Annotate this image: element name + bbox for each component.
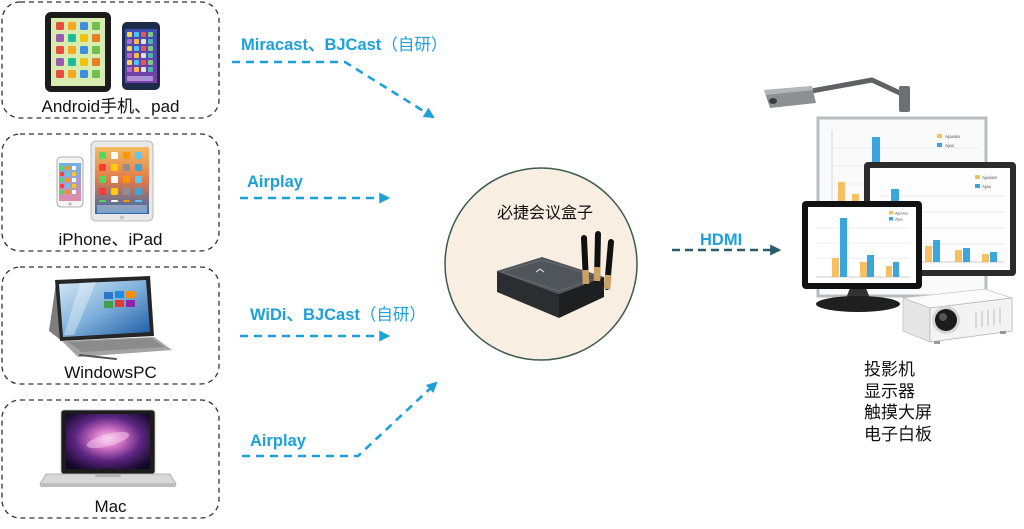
arrow-airplay-mac [242,381,438,458]
display-label-projector: 投影机 [864,360,915,379]
display-labels: 投影机 显示器 触摸大屏 电子白板 [864,359,932,445]
display-label-touch-screen: 触摸大屏 [864,403,932,423]
android-tablet-icon [45,12,111,92]
ipad-icon [90,140,154,222]
whiteboard-legend-ajax: Ajax [945,143,955,148]
macbook-icon [39,409,177,487]
source-box-android [1,1,220,119]
hdmi-label: HDMI [700,231,743,249]
source-box-windows [1,266,220,385]
source-label-android: Android手机、pad [41,97,180,116]
protocol-name: Airplay [250,432,306,450]
display-label-monitor: 显示器 [864,381,915,401]
source-label-mac: Mac [94,497,127,516]
protocol-note: （自研） [381,36,448,54]
wall-projector-icon [764,77,910,112]
source-label-ios: iPhone、iPad [58,230,163,249]
source-box-ios [1,133,220,252]
connection-label-miracast: Miracast、BJCast（自研） [241,35,447,55]
conference-box-icon [497,231,614,318]
protocol-note: （自研） [359,306,426,324]
surface-laptop-icon [49,276,172,360]
projector-icon [902,288,1013,344]
connection-label-airplay-ios: Airplay [247,172,303,192]
monitor-icon: Ajaxian Ajax [802,201,922,312]
display-label-whiteboard: 电子白板 [864,424,932,444]
monitor-legend-ajaxian: Ajaxian [895,211,908,216]
source-box-mac [1,399,220,519]
monitor-legend-ajax: Ajax [895,217,903,222]
connection-label-airplay-mac: Airplay [250,431,306,451]
touchscreen-legend-ajaxian: Ajaxian [982,175,998,180]
hub-label: 必捷会议盒子 [496,205,593,222]
source-label-windows: WindowsPC [64,363,157,382]
touchscreen-legend-ajax: Ajax [982,184,992,189]
protocol-name: WiDi、BJCast [250,306,360,324]
whiteboard-legend-ajaxian: Ajaxian [945,134,961,139]
connection-label-widi: WiDi、BJCast（自研） [250,305,426,325]
iphone-icon [56,156,84,208]
protocol-name: Airplay [247,173,303,191]
protocol-name: Miracast、BJCast [241,36,382,54]
android-phone-icon [122,22,160,90]
arrow-miracast-bjcast [232,60,435,119]
